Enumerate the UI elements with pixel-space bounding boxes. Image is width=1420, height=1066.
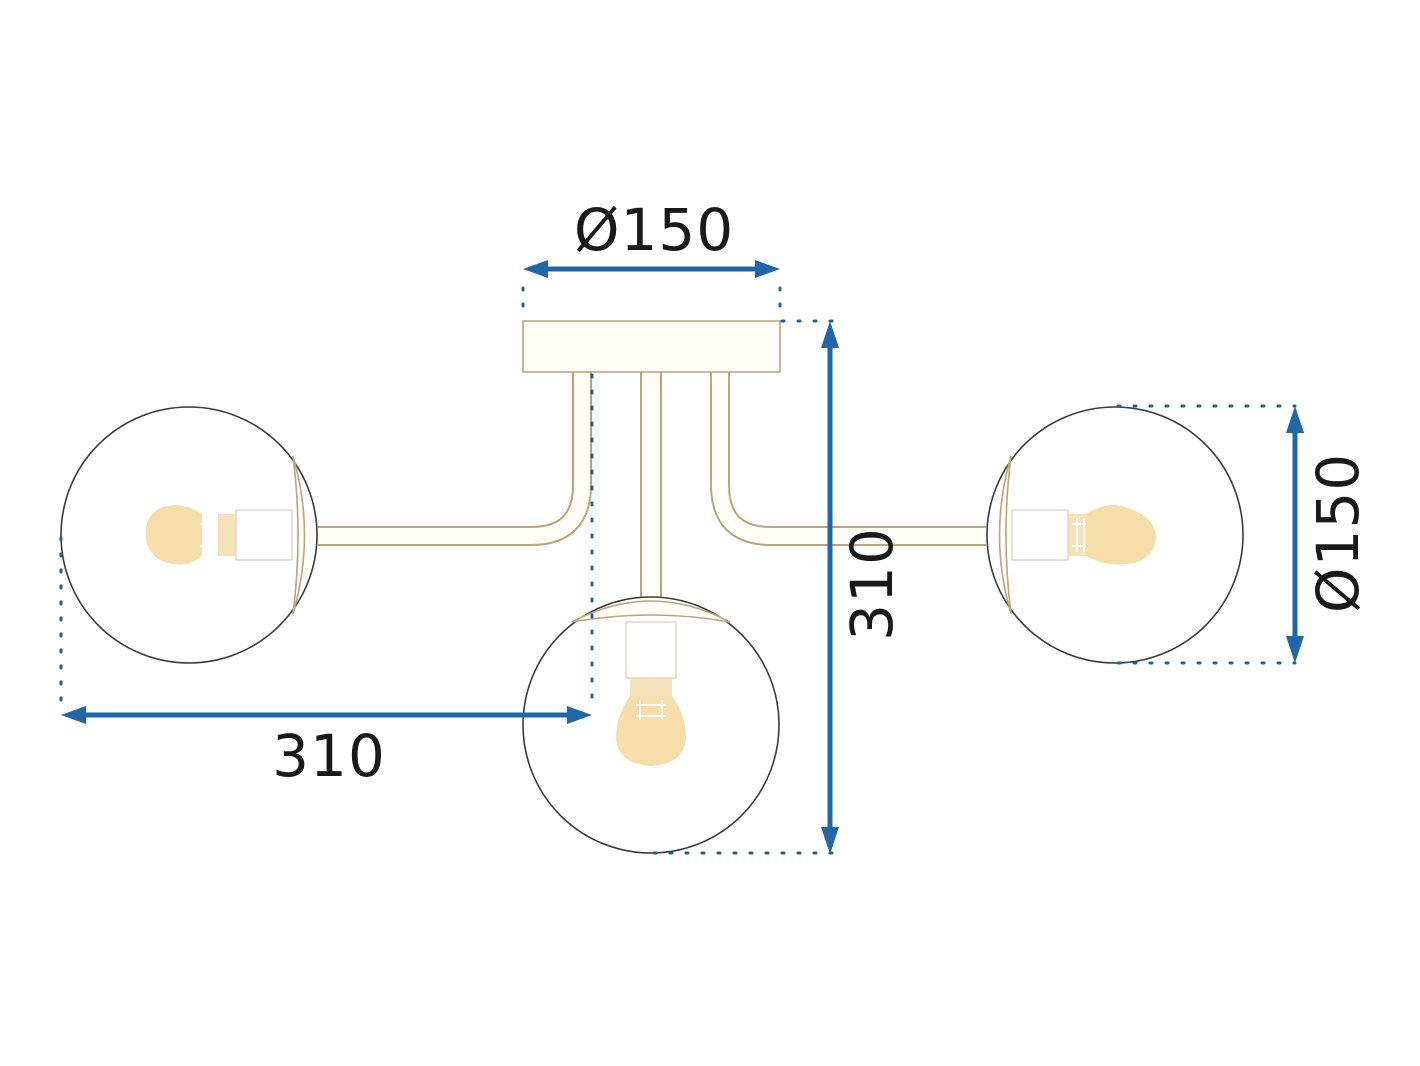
arrowhead-down-icon bbox=[1286, 636, 1304, 663]
center-bulb-icon bbox=[616, 621, 686, 766]
center-globe-cap bbox=[571, 600, 731, 623]
extension-lines bbox=[59, 286, 1297, 855]
right-bulb-icon bbox=[1011, 505, 1156, 565]
arrowhead-right-icon bbox=[567, 706, 592, 724]
center-globe bbox=[522, 596, 780, 854]
arrowhead-down-icon bbox=[821, 827, 839, 854]
right-globe-cap bbox=[998, 455, 1012, 615]
arrowhead-up-icon bbox=[821, 321, 839, 348]
height-label: 310 bbox=[838, 527, 906, 641]
width-label: 310 bbox=[272, 722, 386, 790]
ceiling-canopy bbox=[522, 320, 781, 373]
height-dimension: 310 bbox=[821, 321, 906, 854]
left-arm bbox=[318, 372, 592, 546]
arrowhead-left-icon bbox=[523, 260, 548, 278]
ceiling-lamp bbox=[60, 320, 1244, 854]
globe-diameter-dimension: Ø150 bbox=[1286, 406, 1372, 663]
canopy-diameter-label: Ø150 bbox=[574, 196, 734, 264]
globe-diameter-label: Ø150 bbox=[1304, 453, 1372, 613]
left-bulb-icon bbox=[145, 505, 293, 565]
arrowhead-left-icon bbox=[61, 706, 86, 724]
left-globe-cap bbox=[292, 455, 306, 615]
arrowhead-right-icon bbox=[755, 260, 780, 278]
left-globe bbox=[60, 406, 318, 664]
width-dimension: 310 bbox=[61, 706, 592, 790]
lamp-arms bbox=[318, 372, 986, 598]
right-arm bbox=[710, 372, 986, 546]
right-globe bbox=[986, 406, 1244, 664]
arrowhead-up-icon bbox=[1286, 406, 1304, 433]
canopy-diameter-dimension: Ø150 bbox=[523, 196, 780, 278]
